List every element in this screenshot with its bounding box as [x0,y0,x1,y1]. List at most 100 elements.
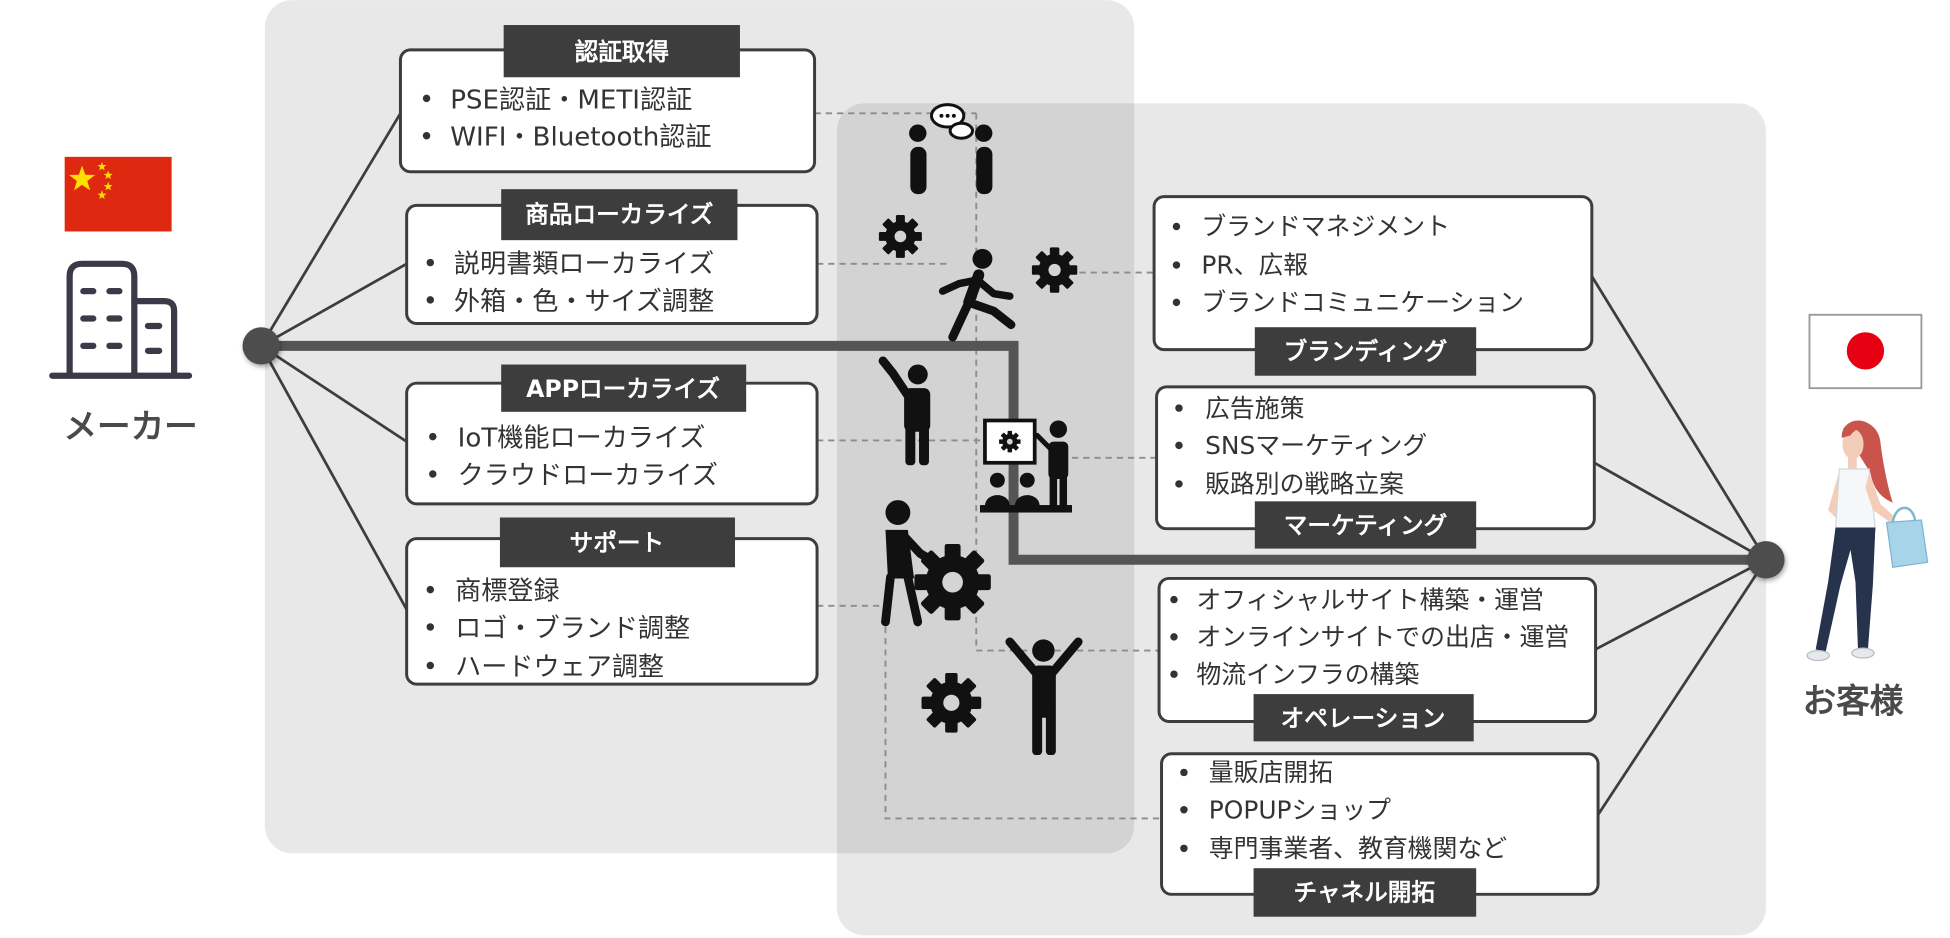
box-item: ハードウェア調整 [455,652,664,682]
connector-line [259,345,408,611]
person-cheering-icon [1005,637,1083,756]
icon-part [1048,441,1069,479]
box-title-tab [501,364,747,412]
connector-line [259,112,402,347]
box-item: ロゴ・ブランド調整 [455,614,690,644]
running-person-icon [938,248,1016,342]
service-box-app-localization: APPローカライズ IoT機能ローカライズ クラウドローカライズ [405,364,819,506]
box-title-tab [1254,501,1477,549]
box-item: 販路別の戦略立案 [1205,470,1404,499]
presentation-icon [979,418,1073,513]
icon-part [1019,472,1035,488]
box-item: 外箱・色・サイズ調整 [454,287,714,317]
gear-icon [921,672,982,733]
icon-part [1047,637,1083,678]
icon-part [1848,456,1857,471]
china-flag-icon [64,156,172,232]
japan-flag-icon [1808,313,1923,390]
bullet [429,432,437,441]
box-item: PSE認証・METI認証 [450,85,692,115]
people-chatting-icon [909,103,993,195]
icon-part [1059,472,1068,508]
bullet [426,623,435,631]
box-item: 説明書類ローカライズ [454,250,714,280]
icon-part [919,422,929,466]
box-title-tab [1254,327,1477,376]
box-item: 量販店開拓 [1209,758,1333,787]
bullet [1180,768,1188,777]
service-box-branding: ブランドマネジメント PR、広報 ブランドコミュニケーション ブランディング [1152,195,1594,376]
icon-part [945,113,950,118]
icon-part [975,124,993,142]
icon-part [131,298,178,377]
bullet [1180,806,1188,814]
customer-hub-node [1747,541,1785,579]
bullet [429,470,437,478]
icon-part [885,500,911,525]
bullet [426,258,435,267]
box-item: オンラインサイトでの出店・運営 [1196,623,1569,652]
box-item: 広告施策 [1205,394,1305,423]
person-raising-hand-icon [878,356,931,466]
box-title: 認証取得 [575,38,669,66]
box-item: オフィシャルサイト構築・運営 [1196,585,1544,614]
bullet [422,131,431,140]
bullet [1180,844,1188,853]
icon-part [1032,665,1056,718]
gear-icon [914,543,991,621]
icon-part [951,113,956,118]
box-item: クラウドローカライズ [458,461,718,491]
icon-part [1815,527,1876,652]
building-icon [49,260,193,379]
service-box-product-localization: 商品ローカライズ 説明書類ローカライズ 外箱・色・サイズ調整 [405,189,819,325]
connector-line [1593,461,1767,561]
bullet [1175,404,1183,412]
flag-sun [1846,332,1885,370]
box-item: 物流インフラの構築 [1196,660,1419,689]
box-title: マーケティング [1284,512,1448,540]
customer-connectors [1590,275,1768,816]
icon-part [1851,647,1875,659]
bullet [1170,633,1178,641]
icon-part [904,388,931,432]
bullet [1170,595,1178,604]
icon-part [66,260,138,377]
flag-star [97,190,107,200]
icon-part [984,495,1010,507]
gear-icon [878,214,922,258]
bullet [422,94,431,103]
connector-line [260,262,408,348]
box-title-tab [1253,868,1477,917]
flag-star [103,181,113,191]
box-item: 商標登録 [455,577,559,607]
icon-part [1865,472,1896,523]
box-item: PR、広報 [1201,251,1308,280]
icon-part [905,422,916,466]
box-title: 商品ローカライズ [525,201,714,229]
bullet [426,296,435,304]
service-box-channel-development: 量販店開拓 POPUPショップ 専門事業者、教育機関など チャネル開拓 [1160,752,1600,917]
bullet [1172,261,1181,269]
box-item: 専門事業者、教育機関など [1209,834,1507,863]
icon-part [909,124,927,142]
box-item: POPUPショップ [1209,795,1391,824]
maker-label: メーカー [63,407,197,446]
icon-part [1014,495,1040,507]
service-box-certification: 認証取得 PSE認証・METI認証 WIFI・Bluetooth認証 [398,25,817,174]
service-box-operations: オフィシャルサイト構築・運営 オンラインサイトでの出店・運営 物流インフラの構築… [1157,576,1598,742]
box-title: APPローカライズ [526,375,720,403]
icon-part [1834,468,1877,531]
bullet [1172,222,1181,231]
maker-connectors [259,112,408,611]
icon-part [973,276,1014,300]
bullet [426,661,435,670]
service-box-marketing: 広告施策 SNSマーケティング 販路別の戦略立案 マーケティング [1155,385,1596,549]
flag-star [103,170,113,180]
icon-part [939,113,944,118]
icon-part [948,121,975,140]
icon-part [1032,639,1055,662]
icon-part [1005,637,1041,678]
icon-part [1842,429,1864,460]
box-title-tab [499,517,735,568]
icon-part [948,298,974,342]
